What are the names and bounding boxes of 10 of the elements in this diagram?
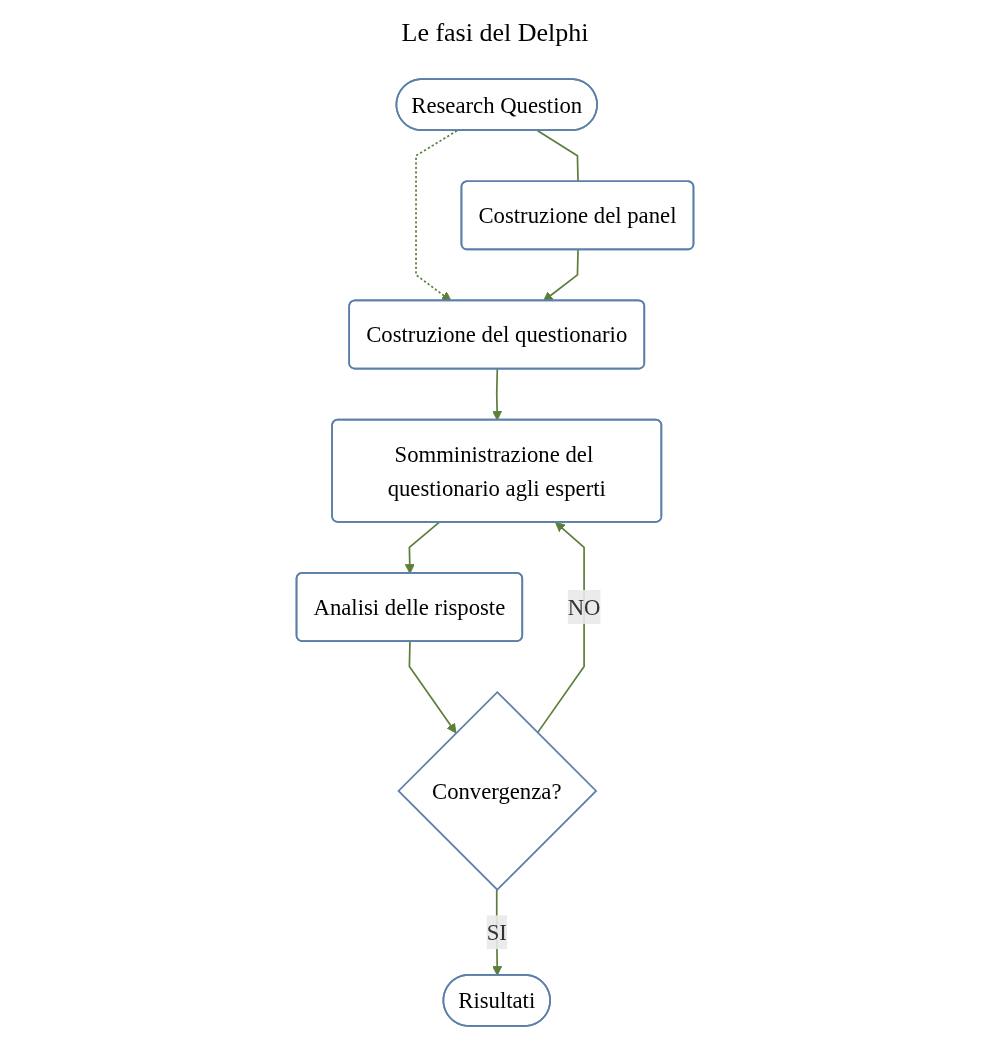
diagram-title: Le fasi del Delphi bbox=[400, 17, 590, 49]
node-diamond: Convergenza? bbox=[397, 690, 598, 891]
arrow bbox=[404, 521, 440, 574]
arrow bbox=[543, 249, 579, 302]
arrow bbox=[492, 368, 503, 421]
edge-label: NO bbox=[567, 594, 601, 620]
arrow bbox=[408, 640, 457, 734]
arrow bbox=[415, 129, 458, 302]
edge-label: SI bbox=[486, 919, 507, 945]
connector bbox=[536, 129, 579, 183]
